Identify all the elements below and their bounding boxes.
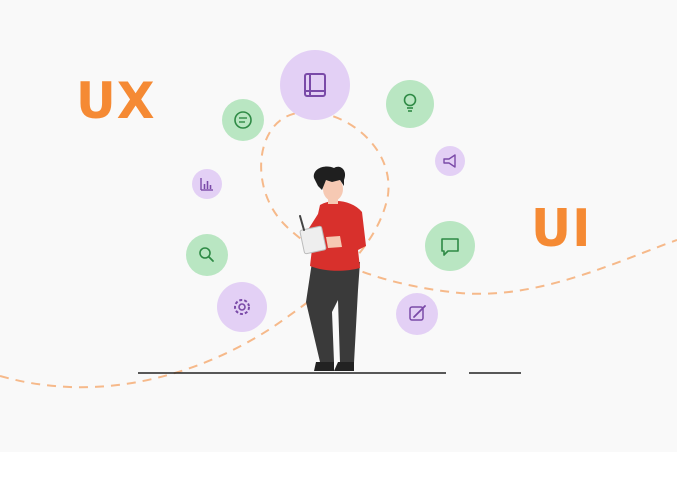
person-shirt xyxy=(310,200,366,271)
bottom-whitespace xyxy=(0,452,677,486)
lightbulb-icon xyxy=(386,80,434,128)
chart-icon xyxy=(192,169,222,199)
gear-icon xyxy=(217,282,267,332)
ux-label: UX xyxy=(76,72,156,130)
chat-icon xyxy=(222,99,264,141)
person-hand-right xyxy=(326,236,342,248)
megaphone-icon xyxy=(435,146,465,176)
illustration-canvas: UX UI xyxy=(0,50,677,389)
ux-ui-illustration xyxy=(0,50,677,389)
edit-icon xyxy=(396,293,438,335)
person-pants xyxy=(306,262,360,363)
book-icon xyxy=(280,50,350,120)
ui-label: UI xyxy=(531,199,592,259)
search-icon xyxy=(186,234,228,276)
dashed-loop-path xyxy=(0,110,677,389)
person-figure xyxy=(299,166,366,371)
message-icon xyxy=(425,221,475,271)
person-face xyxy=(323,177,343,201)
person-pen xyxy=(299,215,305,231)
person-tablet xyxy=(299,225,327,255)
person-shoe-left xyxy=(314,362,334,371)
person-shoe-right xyxy=(334,362,354,371)
person-hair xyxy=(313,166,346,190)
